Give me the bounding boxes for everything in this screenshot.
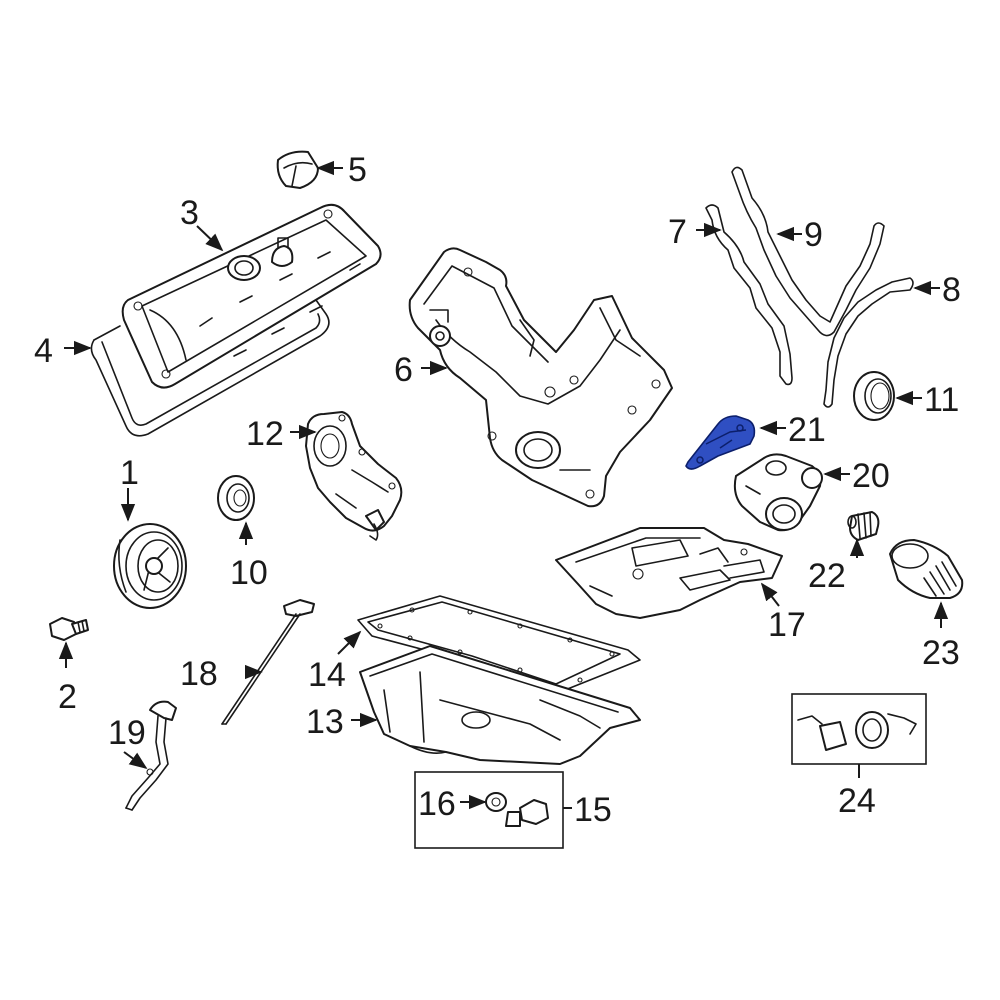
part-3-valve-cover[interactable] [121,203,382,389]
part-12-oil-pump[interactable] [305,411,403,541]
callout-20: 20 [852,457,890,495]
callout-16: 16 [418,785,456,823]
callout-24: 24 [838,782,876,820]
part-22-oil-filter-stud[interactable] [847,511,880,541]
callout-17: 17 [768,606,806,644]
part-5-oil-filler-cap[interactable] [276,150,319,189]
callout-8: 8 [942,271,961,309]
part-11-crankshaft-seal[interactable] [853,371,895,421]
part-13-oil-pan[interactable] [359,645,641,765]
callout-14: 14 [308,656,346,694]
callout-2: 2 [58,678,77,716]
callout-19: 19 [108,714,146,752]
part-17-oil-pan-baffle[interactable] [555,527,783,619]
callout-13: 13 [306,703,344,741]
callout-7: 7 [668,213,687,251]
callout-22: 22 [808,557,846,595]
callout-6: 6 [394,351,413,389]
part-8-front-cover-gasket-right[interactable] [823,277,914,408]
callout-9: 9 [804,216,823,254]
part-14-oil-pan-gasket[interactable] [357,595,641,693]
part-23-oil-filter[interactable] [889,539,964,599]
part-6-timing-cover[interactable] [408,247,673,508]
callout-1: 1 [120,454,139,492]
parts-15-16-box [414,771,564,849]
callout-21: 21 [788,411,826,449]
part-2-bolt[interactable] [49,617,89,641]
part-24-sensor-kit[interactable] [797,711,917,751]
callout-4: 4 [34,332,53,370]
callout-12: 12 [246,415,284,453]
callout-11: 11 [924,381,959,419]
part-7-front-cover-gasket-left[interactable] [705,204,793,386]
callout-23: 23 [922,634,960,672]
part-16-washer[interactable] [485,792,507,812]
part-20-oil-filter-adapter[interactable] [733,453,823,532]
leader-19 [123,751,148,770]
part-19-dipstick-tube[interactable] [125,700,177,811]
part-18-dipstick[interactable] [221,599,315,725]
callout-3: 3 [180,194,199,232]
callout-18: 18 [180,655,218,693]
leader-17 [760,582,780,607]
leader-14 [337,630,362,655]
leader-3 [196,225,224,252]
callout-10: 10 [230,554,268,592]
part-10-seal[interactable] [217,475,255,521]
part-9-front-cover-gasket[interactable] [731,166,885,337]
callout-15: 15 [574,791,612,829]
part-21-bracket-highlighted[interactable] [685,415,756,470]
callout-5: 5 [348,151,367,189]
part-15-drain-plug[interactable] [505,799,549,827]
part-1-crankshaft-pulley[interactable] [113,523,187,609]
